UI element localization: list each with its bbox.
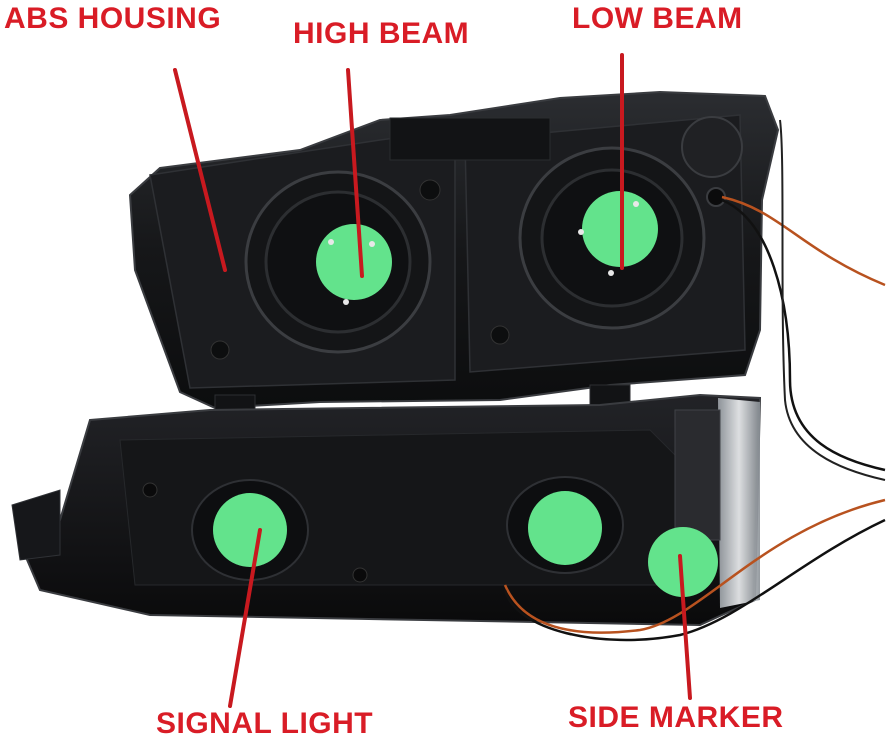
side-marker-pointer	[678, 554, 692, 700]
low-beam-label: LOW BEAM	[572, 2, 743, 35]
bulbs	[213, 191, 718, 597]
lower-housing	[11, 393, 762, 627]
wiring-harness	[503, 119, 886, 642]
pointer-lines	[173, 53, 692, 708]
high-beam-label: HIGH BEAM	[293, 17, 470, 50]
signal-light-label: SIGNAL LIGHT	[156, 707, 374, 740]
side-marker-bulb	[648, 527, 718, 597]
abs-housing-label: ABS HOUSING	[4, 2, 222, 35]
high-beam-bulb	[316, 224, 392, 300]
signal-light-pointer	[228, 528, 262, 708]
side-marker-label: SIDE MARKER	[568, 701, 784, 734]
signal-light-bulb	[213, 493, 287, 567]
high-beam-pointer	[346, 68, 364, 278]
abs-housing-pointer	[173, 68, 227, 272]
middle-bulb	[528, 491, 602, 565]
